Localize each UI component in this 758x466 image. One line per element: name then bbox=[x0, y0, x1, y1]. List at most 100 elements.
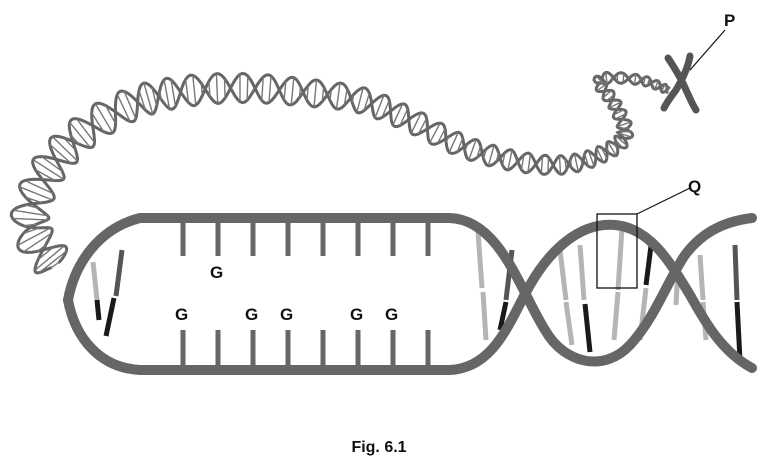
coil-base-pair bbox=[104, 105, 117, 124]
base-label-g: G bbox=[385, 305, 398, 324]
coil-base-pair bbox=[12, 217, 48, 221]
coil-base-pair bbox=[448, 132, 459, 153]
coil-base-pair bbox=[19, 186, 54, 201]
coil-base-pair bbox=[613, 109, 625, 116]
coil-base-pair bbox=[410, 112, 422, 134]
coil-base-pair bbox=[417, 117, 428, 135]
coil-base-pair bbox=[143, 82, 154, 115]
coil-base-pair bbox=[25, 204, 39, 209]
coil-base-pair bbox=[335, 82, 341, 109]
coil-base-pair bbox=[445, 136, 450, 143]
coil-base-pair bbox=[613, 143, 619, 150]
coil-base-pair bbox=[170, 79, 177, 107]
coil-base-pair bbox=[34, 245, 65, 271]
coil-base-pair bbox=[351, 94, 355, 103]
bottom-strand-bases bbox=[180, 330, 431, 368]
coil-base-pair bbox=[138, 90, 147, 111]
coil-base-pair bbox=[651, 81, 654, 86]
chromosome-icon bbox=[660, 52, 700, 114]
coil-base-pair bbox=[37, 246, 54, 261]
coil-base-pair bbox=[268, 75, 272, 103]
label-p: P bbox=[724, 11, 735, 30]
coil-base-pair bbox=[215, 73, 219, 104]
coil-base-pair bbox=[666, 87, 670, 93]
coil-base-pair bbox=[606, 94, 615, 102]
coil-base-pair bbox=[615, 113, 627, 120]
coil-base-pair bbox=[468, 139, 477, 161]
coil-base-pair bbox=[569, 159, 573, 169]
coil-base-pair bbox=[487, 145, 495, 166]
helix-base-pairs bbox=[90, 227, 743, 361]
dna-double-helix bbox=[63, 213, 757, 375]
coil-base-pair bbox=[200, 83, 203, 96]
coiled-dna-strand bbox=[9, 71, 671, 275]
coil-base-pair bbox=[381, 100, 390, 118]
coil-base-pair bbox=[25, 196, 43, 204]
coil-base-pair bbox=[24, 179, 54, 195]
label-q: Q bbox=[688, 177, 701, 196]
base-label-g-top: G bbox=[210, 263, 223, 282]
coil-base-pair bbox=[208, 81, 211, 97]
coil-base-pair bbox=[580, 158, 584, 165]
coil-base-pair bbox=[614, 139, 624, 149]
coil-base-pair bbox=[22, 227, 40, 235]
coil-base-pair bbox=[547, 157, 550, 173]
coil-base-pair bbox=[223, 78, 226, 99]
coil-base-pair bbox=[456, 137, 464, 153]
coil-base-pair bbox=[91, 112, 105, 132]
coil-base-pair bbox=[123, 91, 137, 119]
coil-base-pair bbox=[298, 86, 302, 98]
coil-base-pair bbox=[49, 143, 72, 164]
coil-base-pair bbox=[464, 143, 469, 152]
coil-base-pair bbox=[313, 79, 318, 107]
top-strand-bases bbox=[180, 218, 431, 256]
coil-base-pair bbox=[116, 94, 131, 122]
base-label-g: G bbox=[280, 305, 293, 324]
coil-base-pair bbox=[495, 152, 500, 162]
coil-base-pair bbox=[520, 154, 525, 170]
coil-base-pair bbox=[23, 223, 37, 227]
coil-base-pair bbox=[363, 92, 371, 111]
coil-base-pair bbox=[615, 135, 628, 147]
coil-base-pair bbox=[616, 121, 632, 128]
coil-base-pair bbox=[343, 88, 348, 106]
coil-base-pair bbox=[32, 159, 64, 180]
coil-base-pair bbox=[573, 153, 579, 172]
coil-base-pair bbox=[622, 73, 625, 83]
coil-base-pair bbox=[69, 121, 91, 149]
coil-base-pair bbox=[596, 147, 604, 163]
coil-base-pair bbox=[63, 137, 77, 151]
base-labels: G G G G G G bbox=[175, 263, 398, 324]
coil-base-pair bbox=[540, 156, 544, 174]
coil-base-pair bbox=[283, 81, 287, 101]
coil-base-pair bbox=[374, 94, 385, 118]
coil-base-pair bbox=[476, 145, 482, 158]
coil-base-pair bbox=[151, 87, 158, 107]
coil-base-pair bbox=[610, 99, 616, 104]
coil-base-pair bbox=[664, 86, 668, 92]
coil-base-pair bbox=[184, 79, 190, 103]
coil-base-pair bbox=[306, 85, 309, 101]
coil-base-pair bbox=[50, 261, 60, 269]
coil-base-pair bbox=[618, 132, 632, 138]
base-label-g: G bbox=[350, 305, 363, 324]
base-label-g: G bbox=[245, 305, 258, 324]
coil-base-pair bbox=[606, 148, 611, 154]
label-q-box bbox=[596, 213, 638, 289]
coil-base-pair bbox=[38, 250, 67, 274]
coil-base-pair bbox=[507, 149, 513, 171]
coil-base-pair bbox=[482, 148, 488, 159]
coil-base-pair bbox=[515, 158, 518, 165]
coil-base-pair bbox=[614, 107, 619, 111]
coil-base-pair bbox=[261, 76, 264, 101]
coil-base-pair bbox=[392, 103, 404, 126]
coil-base-pair bbox=[192, 75, 197, 106]
coil-base-pair bbox=[436, 128, 446, 144]
coil-base-pair bbox=[587, 150, 595, 167]
coil-base-pair bbox=[558, 155, 562, 175]
coil-base-pair bbox=[607, 141, 617, 156]
coil-base-pair bbox=[600, 147, 608, 159]
coil-base-pair bbox=[22, 232, 53, 253]
coil-base-pair bbox=[13, 209, 48, 217]
